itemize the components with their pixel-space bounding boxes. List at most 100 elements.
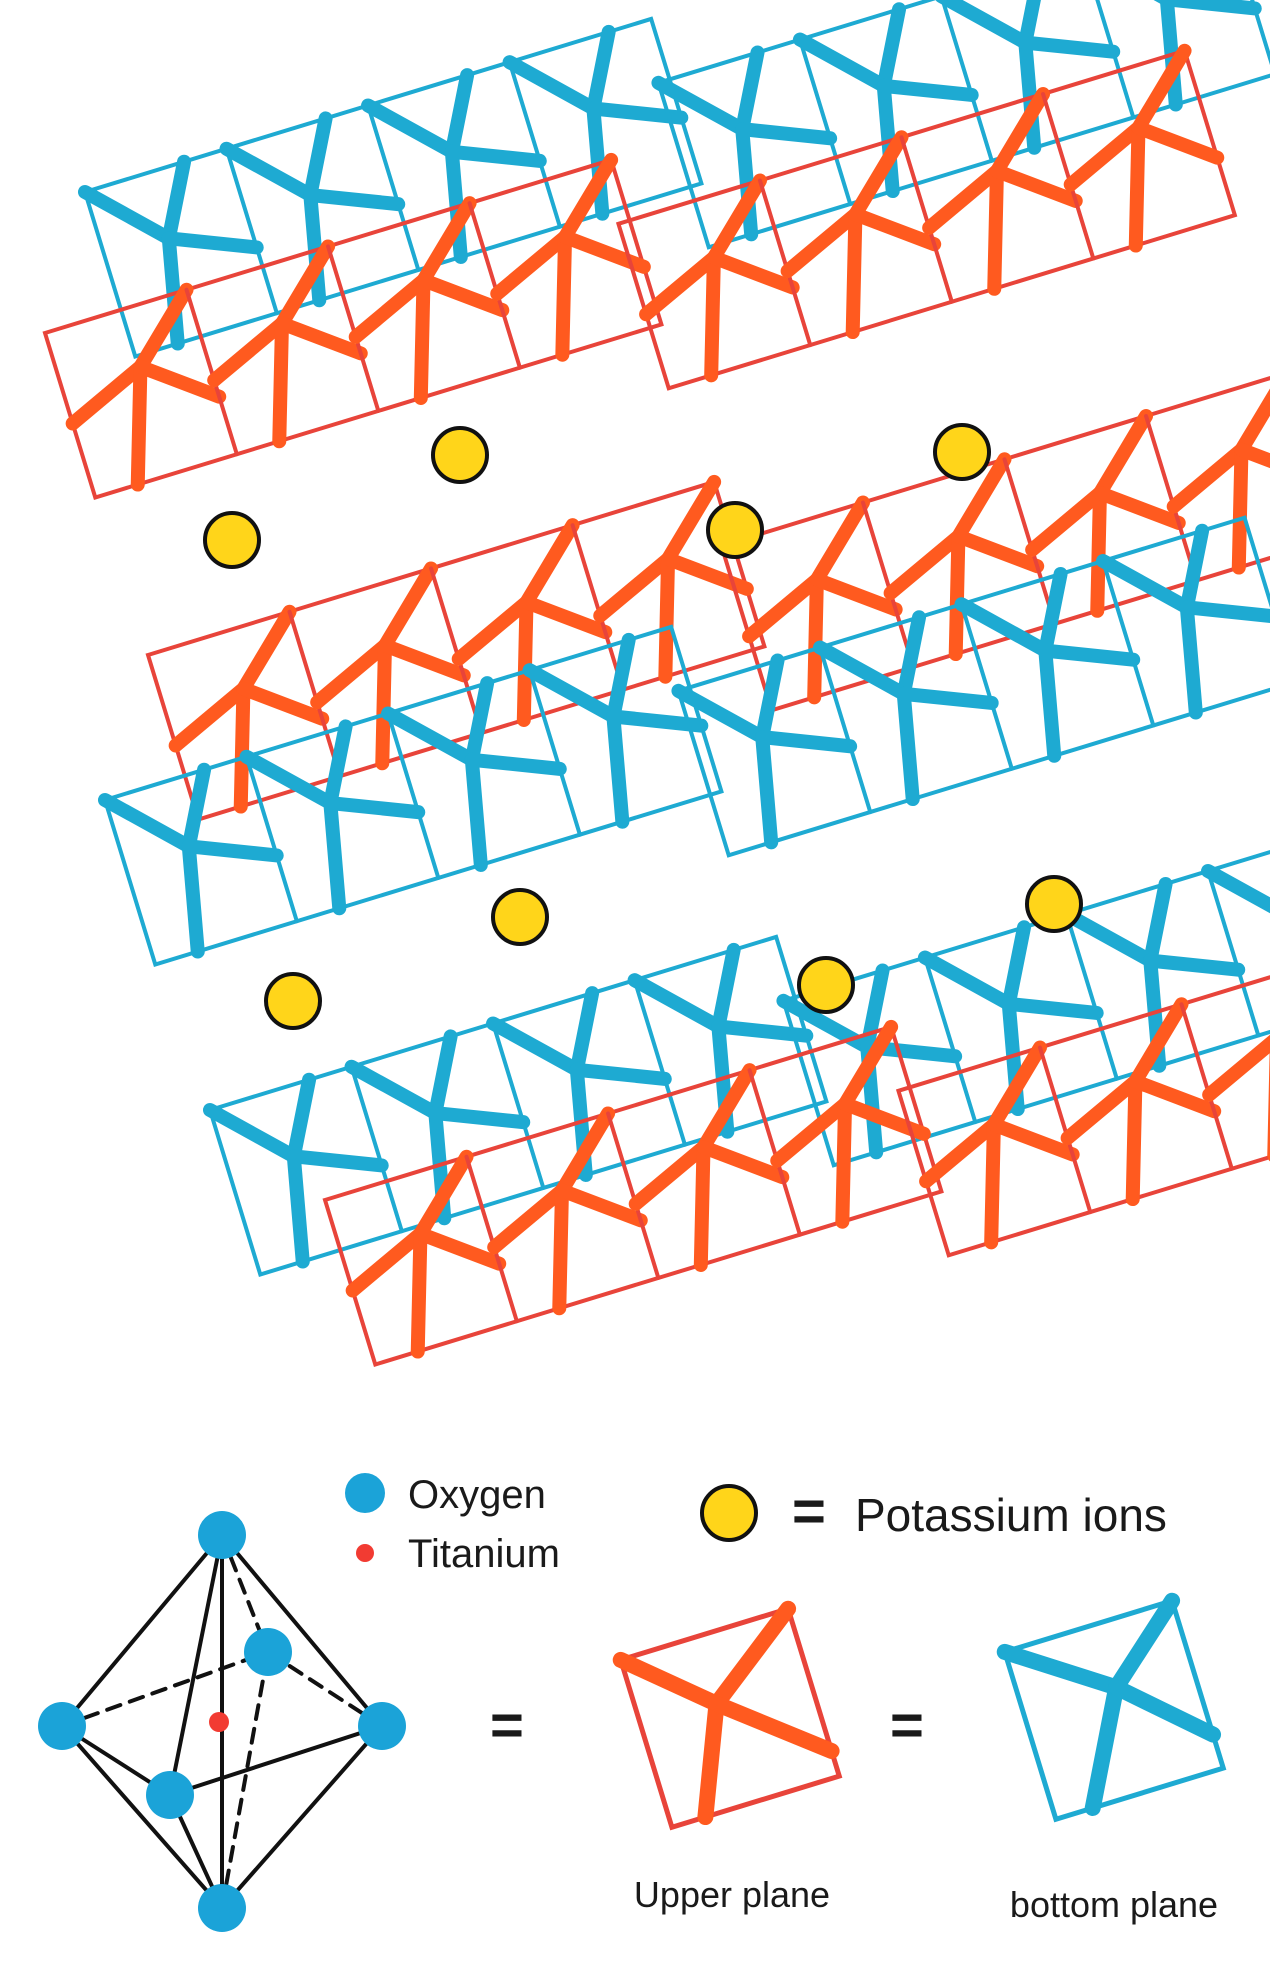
layer-5-strip-right-bond [1059,907,1158,968]
layer-5-strip-left-bond [569,986,600,1077]
layer-1-strip-right-bond [876,2,907,93]
layer-6-strip-left-divider [606,1111,661,1280]
layer-5-strip-right-bond [917,950,1016,1011]
layer-1-strip-right-bond [876,78,979,102]
layer-3-strip-right-bond [1234,388,1270,457]
layer-1-strip-left-bond [78,185,176,246]
layer-1-strip-right-bond [1018,35,1121,59]
layer-4-strip-right-divider [817,645,873,815]
bottom-plane-symbol-outline [1001,1597,1227,1823]
layer-6-strip-left-bond [696,1140,790,1185]
layer-2-strip-right-bond [987,164,1004,296]
layer-5-strip-right-divider [1064,912,1119,1081]
layer-3-strip-right-bond [1092,486,1186,530]
oxygen-atom-3 [38,1702,86,1750]
layer-5-strip-left-bond [486,1016,584,1077]
layer-3-strip-left-divider [570,523,625,692]
layer-1-strip-right-bond [1159,0,1183,112]
layer-1-strip-left-bond [361,98,459,159]
layer-2-strip-right-bond [848,130,909,222]
layer-1-strip-right-bond [1018,35,1042,155]
layer-3-strip-left-bond [233,681,251,814]
octahedron-edge [220,1533,384,1728]
layer-6-strip-left-bond [487,1183,569,1255]
layer-2-strip-left-bond [274,316,368,361]
layer-1-strip-left-bond [161,231,185,351]
layer-1-strip-right-bond [876,78,900,199]
layer-4-strip-right-bond [896,686,999,710]
layer-1-strip-left-bond [586,24,616,116]
layer-5-strip-left-bond [428,1106,531,1130]
layer-4-strip-left-bond [181,762,212,854]
layer-6-strip-left-divider [747,1068,802,1237]
layer-2-strip-left-bond [348,273,431,344]
layer-2-strip-left-bond [413,273,431,405]
layer-5-strip-right-divider [922,955,978,1125]
layer-5-strip-left-bond [627,973,726,1034]
bottom-plane-symbol-bond [1108,1679,1222,1743]
layer-4-strip-right-bond [755,730,779,850]
layer-6-strip-left-bond [554,1106,616,1198]
layer-3-strip-right-bond [1090,486,1107,618]
layer-2-strip-left-bond [274,239,336,331]
layer-5-strip-left-bond [286,1149,310,1269]
layer-2-strip-left-bond [416,196,477,288]
layer-4-strip-left-bond [181,839,205,959]
oxygen-atom-1 [198,1511,246,1559]
layer-2-strip-right-bond [989,87,1051,179]
layer-2-strip-right-bond [1131,43,1192,135]
layer-4-strip-left-bond [522,663,621,724]
layer-4-strip-right-bond [896,686,920,807]
layer-3-strip-right-bond [1231,442,1249,575]
layer-6-strip-left-bond [413,1226,507,1271]
potassium-equals-sign: = [792,1479,826,1544]
layer-3-strip-left-bond [593,551,676,623]
upper-plane-symbol-bond [708,1695,840,1759]
layer-1-strip-right [651,0,1270,250]
upper-plane-symbol [612,1600,843,1831]
layer-6-strip-left-bond [696,1063,757,1155]
layer-4-strip-right-divider [1101,559,1156,728]
layer-1-strip-right-bond [735,122,838,146]
layer-5-strip-left-bond [286,1072,317,1164]
layer-6-strip-left-bond [838,1019,899,1111]
layer-3-strip-left-bond [519,518,580,610]
potassium-ions [203,423,1083,1030]
layer-2-strip-left-bond [416,273,510,318]
potassium-ion-4 [933,423,991,481]
layer-6-strip-left-bond [770,1096,853,1168]
equals-sign-1: = [490,1693,524,1758]
layer-1-strip-right-bond [735,122,759,242]
layer-4-strip-left-bond [323,796,426,820]
layer-3-strip-left-bond [377,561,439,653]
layer-4-strip-right-bond [1096,554,1194,615]
layer-2-strip-left-bond [133,359,227,404]
oxygen-key-dot [345,1473,385,1513]
layer-6-strip-right-outline [895,975,1270,1258]
layer-3-strip-right-bond [809,495,870,587]
bottom-plane-label: bottom plane [1010,1884,1218,1925]
layer-3-strip-right-divider [1002,457,1057,626]
layer-2-strip-left-bond [555,229,573,362]
layer-1-strip-left-bond [444,144,547,168]
layer-3-strip-right-outline [718,376,1270,713]
layer-6-strip-left-bond [554,1183,648,1228]
layer-6-strip-left [322,1019,944,1367]
bottom-plane-symbol [996,1592,1227,1823]
layer-3-strip-left-bond [377,638,471,683]
layer-4-strip-left-bond [464,752,567,776]
layer-1-strip-left-bond [303,111,333,203]
layer-4-strip-left-divider [527,668,582,837]
layer-3-strip-right-bond [809,572,903,617]
layer-2-strip-right-bond [639,250,721,322]
layer-3-strip-left-bond [310,638,392,710]
layer-3-strip-left-bond [375,638,392,771]
oxygen-key-label: Oxygen [408,1473,546,1517]
layer-5-strip-left-bond [428,1029,458,1121]
layer-2-strip-left-bond [207,316,289,388]
layer-2-strip-left-bond [65,359,148,431]
layer-5-strip-left-divider [632,978,687,1147]
layer-1-strip-right-bond [935,0,1033,50]
layer-6-strip-left-bond [413,1149,474,1241]
potassium-ion-3 [706,501,764,559]
